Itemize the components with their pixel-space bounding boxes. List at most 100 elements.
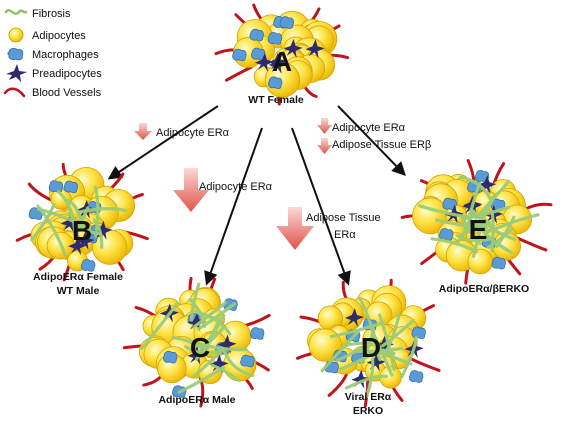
fibrosis-strand xyxy=(329,321,385,339)
fibrosis-strand xyxy=(459,175,492,201)
preadipocyte-icon xyxy=(6,64,27,82)
node-label-d-2: ERKO xyxy=(353,405,383,417)
fibrosis-strand xyxy=(198,327,225,353)
legend-item-vessels: Blood Vessels xyxy=(3,87,102,99)
down-arrow-ab xyxy=(134,123,152,140)
arrow-label-ab: Adipocyte ERα xyxy=(156,127,230,139)
fibrosis-strand xyxy=(365,357,375,399)
macrophage xyxy=(249,28,264,42)
fibrosis-strand xyxy=(36,207,92,231)
blood-vessel xyxy=(515,236,548,252)
arrow-label-ad-2: ERα xyxy=(334,229,356,241)
arrow-a-to-d xyxy=(291,127,351,286)
arrow-a-to-c xyxy=(204,127,263,286)
fibrosis-strand xyxy=(196,302,237,331)
legend-item-preadipocytes: Preadipocytes xyxy=(6,64,102,82)
macrophage xyxy=(267,32,283,45)
fibrosis-strand xyxy=(378,313,396,371)
legend-label: Preadipocytes xyxy=(32,68,102,80)
arrow-label-ae-1: Adipocyte ERα xyxy=(332,122,406,134)
tissue-cluster-a xyxy=(214,3,350,106)
fibrosis-strand xyxy=(140,301,179,350)
fibrosis-icon xyxy=(4,9,28,15)
fibrosis-strand xyxy=(418,204,473,219)
fibrosis-strand xyxy=(56,190,77,235)
node-label-a: WT Female xyxy=(248,94,304,106)
down-arrow-icon xyxy=(173,168,209,212)
macrophage xyxy=(442,197,457,211)
macrophage xyxy=(439,228,454,241)
preadipocyte xyxy=(305,39,325,59)
preadipocyte xyxy=(254,52,274,72)
fibrosis-strand xyxy=(177,366,225,394)
down-arrow-icon xyxy=(134,123,152,140)
down-arrow-icon xyxy=(276,207,314,250)
fibrosis-strand xyxy=(171,336,204,350)
legend-item-macrophages: Macrophages xyxy=(7,47,99,61)
node-label-b-2: WT Male xyxy=(57,285,100,297)
preadipocyte xyxy=(268,54,288,74)
preadipocyte xyxy=(187,312,207,332)
fibrosis-strand xyxy=(430,237,478,254)
legend-item-fibrosis: Fibrosis xyxy=(4,8,71,20)
macrophage xyxy=(279,16,294,29)
fibrosis-strand xyxy=(188,339,248,352)
node-label-d-1: Viral ERα xyxy=(345,391,392,403)
preadipocyte xyxy=(93,220,113,240)
node-letter-c: C xyxy=(190,332,210,363)
connector-arrows xyxy=(107,105,406,286)
fibrosis-strand xyxy=(92,218,104,249)
macrophage-icon xyxy=(7,47,24,61)
fibrosis-strand xyxy=(210,363,241,382)
legend-item-adipocytes: Adipocytes xyxy=(8,27,86,43)
macrophage xyxy=(81,259,96,272)
macrophage xyxy=(163,350,178,364)
preadipocyte xyxy=(60,213,80,233)
legend: Fibrosis Adipocytes Macrophages Preadipo… xyxy=(3,8,102,99)
fibrosis-strand xyxy=(455,234,495,243)
preadipocyte xyxy=(75,230,95,250)
legend-label: Macrophages xyxy=(32,49,99,61)
node-letter-e: E xyxy=(469,214,488,245)
macrophage xyxy=(268,76,283,90)
down-arrow-ac xyxy=(173,168,209,212)
fibrosis-strand xyxy=(30,203,56,242)
arrow-label-ad-1: Adipose Tissue xyxy=(306,212,381,224)
tissue-cluster-e xyxy=(400,159,553,285)
fibrosis-strand xyxy=(472,193,497,235)
legend-label: Blood Vessels xyxy=(32,87,102,99)
tissue-cluster-b xyxy=(15,162,149,282)
fibrosis-strand xyxy=(486,228,514,249)
preadipocyte xyxy=(68,236,88,256)
arrow-label-ac: Adipocyte ERα xyxy=(199,181,273,193)
preadipocyte xyxy=(187,345,207,365)
adipocyte-icon xyxy=(8,27,24,43)
blood-vessel-icon xyxy=(3,87,26,98)
blood-vessel xyxy=(225,65,253,82)
fibrosis-strand xyxy=(460,216,482,246)
node-label-b-1: AdipoERα Female xyxy=(33,271,123,283)
fibrosis-strand xyxy=(483,213,540,235)
down-arrow-icon xyxy=(317,138,332,154)
tissue-cluster-d xyxy=(296,278,441,408)
fibrosis-strand xyxy=(362,351,396,357)
fibrosis-strand xyxy=(341,341,374,348)
arrow-a-to-b xyxy=(107,105,219,180)
preadipocyte xyxy=(344,308,364,328)
fibrosis-strand xyxy=(481,219,516,241)
fibrosis-strand xyxy=(188,298,206,328)
macrophage xyxy=(48,180,64,193)
macrophage xyxy=(409,370,424,383)
preadipocyte xyxy=(209,354,229,374)
macrophage xyxy=(411,326,426,339)
arrow-label-ae-2: Adipose Tissue ERβ xyxy=(332,139,431,151)
legend-label: Adipocytes xyxy=(32,30,86,42)
macrophage xyxy=(63,180,78,194)
arrow-a-to-e xyxy=(337,105,406,177)
down-arrow-ad xyxy=(276,207,314,250)
fibrosis-strand xyxy=(335,345,366,362)
macrophage xyxy=(250,327,265,340)
node-letter-a: A xyxy=(272,46,292,77)
macrophage xyxy=(240,354,255,368)
